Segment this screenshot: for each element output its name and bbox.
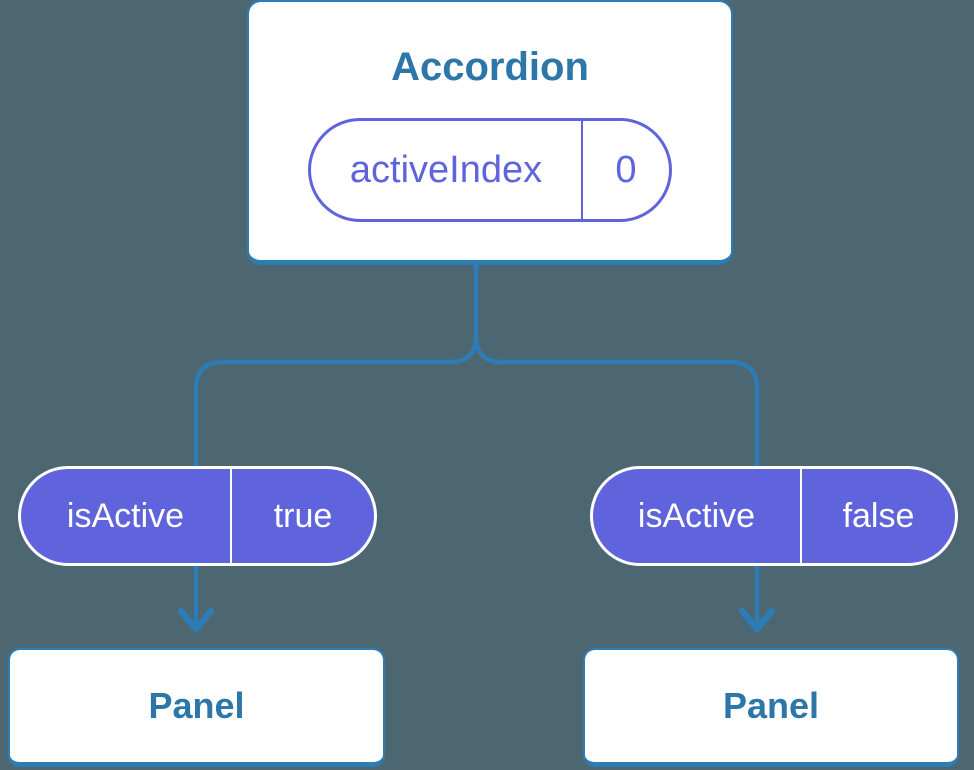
component-card-accordion: Accordion activeIndex 0 [247,0,733,265]
component-card-panel-left: Panel [8,648,385,767]
prop-pill-right: isActive false [590,466,958,566]
component-title: Accordion [391,45,589,89]
state-pill: activeIndex 0 [308,118,672,222]
state-value: 0 [615,148,637,191]
component-card-panel-right: Panel [583,648,959,767]
prop-pill-left: isActive true [18,466,377,566]
prop-name: isActive [21,469,232,563]
prop-value: true [273,496,333,535]
state-name: activeIndex [311,121,583,219]
component-title: Panel [722,685,820,726]
connector-branch-right [473,265,760,629]
arrow-down-icon [177,607,215,633]
prop-name: isActive [593,469,802,563]
prop-value: false [842,496,915,535]
arrow-down-icon [738,607,776,633]
component-title: Panel [148,685,245,726]
connector-branch-left [193,265,479,629]
